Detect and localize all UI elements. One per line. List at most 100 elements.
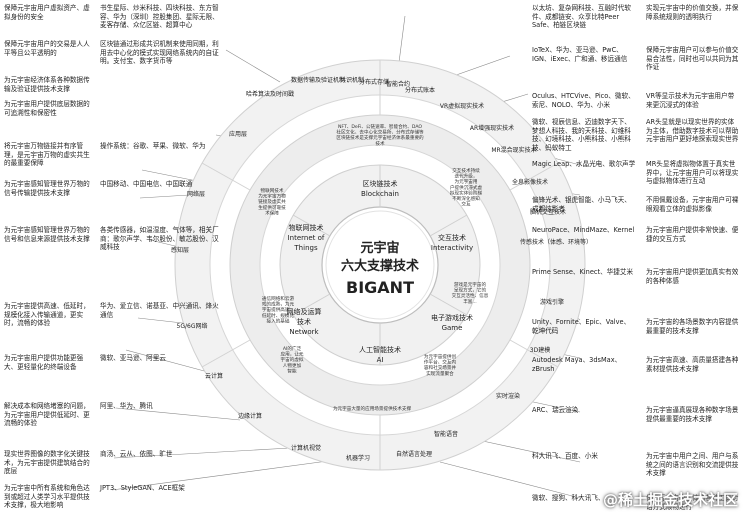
left-desc: 为元宇宙感知管理世界万物的信号和信息来源提供技术支撑 bbox=[4, 226, 90, 243]
inner-note: 呈现方式，它的 bbox=[454, 287, 487, 294]
right-desc: 为元宇宙高速、高质量搭建各种素材提供技术支撑 bbox=[646, 356, 739, 373]
left-desc: 为元宇宙提供高速、低延时，规模化接入传输通道，更实时，流畅的体验 bbox=[4, 302, 90, 328]
inner-note: AI的广泛 bbox=[283, 345, 302, 352]
ring-label: 哈希算法及时间戳 bbox=[246, 90, 294, 98]
ring-label: AR增强现实技术 bbox=[470, 124, 514, 132]
left-desc: 将元宇宙万物链接并有序管理，是元宇宙万物的虚实共生的最重要保障 bbox=[4, 142, 90, 168]
inner-note: 容和社交场景并 bbox=[424, 364, 457, 371]
inner-note: 应用，让元 bbox=[281, 351, 304, 358]
inner-note: 低延时、规模化 bbox=[262, 312, 295, 319]
inner-note: 实现流量聚合 bbox=[426, 370, 454, 377]
right-desc: AR头显就是以现实世界的实体为主体，借助数字技术可以帮助元宇宙用户更好地探索现实… bbox=[646, 118, 739, 144]
inner-note: 交互技术持续 bbox=[452, 167, 480, 174]
ring-label: 脑机交互技术 bbox=[530, 208, 566, 216]
left-companies: 操作系统：谷歌、苹果、微软、华为 bbox=[100, 142, 206, 150]
inner-note: 通信网络和云游 bbox=[262, 295, 295, 302]
ring-label: 游戏引擎 bbox=[540, 298, 564, 306]
inner-note: 作平台、交互内 bbox=[424, 359, 457, 366]
ring-label: 实时渲染 bbox=[496, 392, 520, 400]
inner-note: 接入的基础 bbox=[267, 317, 290, 324]
right-desc: 保障元宇宙中主体和各种工具对话方式顺畅进行 bbox=[646, 494, 739, 511]
inner-note: 为元宇宙提供创 bbox=[424, 353, 457, 360]
ring-label: 分布式存储 bbox=[359, 78, 389, 86]
right-companies: IoTeX、华为、亚马逊、PwC、IGN、iExec、广和通、移远通信 bbox=[532, 46, 628, 63]
left-companies: 阿里、华为、腾讯 bbox=[100, 402, 153, 410]
right-desc: 为元宇宙用户提供更加真实有效的各种体感 bbox=[646, 268, 739, 285]
inner-note: 技术 bbox=[375, 140, 385, 147]
inner-note: 为元宇宙用 bbox=[455, 178, 478, 185]
pillar-label: 网络及运算 bbox=[287, 307, 322, 316]
inner-note: 生提供可靠技 bbox=[258, 204, 286, 211]
ring-label: 3D建模 bbox=[530, 346, 550, 354]
right-companies: 以太坊、复杂网科技、互融时代软件、成都链安、众享比特Peer Safe、柏链区块… bbox=[532, 4, 631, 30]
right-companies: NeuroPace、MindMaze、Kernel bbox=[532, 226, 635, 234]
ring-label: 计算机视觉 bbox=[291, 444, 321, 452]
left-companies: 华为、爱立信、诺基亚、中兴通讯、烽火通信 bbox=[100, 302, 219, 319]
inner-note: 为元宇宙万物 bbox=[258, 193, 286, 200]
inner-note: 区块链技术是支撑元宇宙经济体系最重要的 bbox=[336, 134, 424, 141]
right-desc: 为元宇宙中用户之间、用户与系统之间的语言识别和交流提供技术支撑 bbox=[646, 452, 739, 478]
pillar-label: 交互技术 bbox=[438, 233, 466, 242]
ring-label: 传感技术（体感、环境等） bbox=[520, 238, 592, 246]
right-desc: VR等显示技术为元宇宙用户带来更沉浸式的体验 bbox=[646, 92, 735, 109]
left-desc: 保障元宇宙用户虚拟资产、虚拟身份的安全 bbox=[4, 4, 90, 21]
inner-note: 不断深化感知 bbox=[452, 195, 480, 202]
ring-label: 智能合约 bbox=[386, 80, 410, 88]
right-companies: ARC、瑞云渲染 bbox=[532, 406, 579, 414]
ring-label: 全息影像技术 bbox=[512, 178, 548, 186]
right-companies: Oculus、HTCVive、Pico、微软、索尼、NOLO、华为、小米 bbox=[532, 92, 635, 109]
left-desc: 解决成本和网络堵塞的问题，为元宇宙用户提供低延时、更流畅的体验 bbox=[4, 402, 90, 428]
ring-label: 分布式账本 bbox=[405, 86, 435, 94]
ring-label: 共识机制 bbox=[340, 76, 364, 84]
pillar-label: 物联网技术 bbox=[289, 223, 324, 232]
ring-label: 应用层 bbox=[229, 130, 247, 138]
left-companies: 区块链通过形成共识机制来使用同期，利用去中心化的模式实现网络系统内的自证明。支付… bbox=[100, 40, 219, 66]
pillar-label: Blockchain bbox=[361, 190, 399, 198]
left-desc: 为元宇宙用户提供底层数据的可追溯性和保密性 bbox=[4, 100, 90, 117]
pillar-label: 技术 bbox=[297, 317, 311, 326]
left-desc: 现实世界图像的数字化关键技术，为元宇宙提供建筑结合的底层 bbox=[4, 450, 90, 476]
right-desc: 为元宇宙的各场景数字内容提供最重要的技术支撑 bbox=[646, 318, 739, 335]
inner-note: 拟现实体验阶梯 bbox=[450, 189, 483, 196]
watermark: @稀土掘金技术社区 bbox=[602, 491, 738, 509]
pillar-label: 电子游戏技术 bbox=[431, 313, 473, 322]
center-acronym: BIGANT bbox=[346, 278, 414, 297]
left-desc: 保障元宇宙用户的交易是人人平等且公平透明的 bbox=[4, 40, 90, 57]
right-desc: MR头显将虚拟物体置于真实世界中，让元宇宙用户可以将现实与虚拟物体进行互动 bbox=[646, 160, 739, 186]
ring-label: 网络层 bbox=[187, 190, 205, 198]
inner-note: 物联网技术 bbox=[261, 187, 284, 194]
ring-label: 自然语言处理 bbox=[396, 450, 432, 458]
right-desc: 为元宇宙用户提供非常快速、便捷的交互方式 bbox=[646, 226, 739, 243]
left-desc: 为元宇宙用户提供功能更强大、更轻量化的终端设备 bbox=[4, 354, 84, 371]
inner-note: NFT、DeFi、公链速率、智能合约、DAO bbox=[338, 123, 422, 130]
ring-label: 边缘计算 bbox=[238, 412, 262, 420]
ring-label: 机器学习 bbox=[346, 454, 370, 462]
right-desc: 不用佩戴设备，元宇宙用户可裸眼观看立体的虚拟影像 bbox=[646, 196, 739, 213]
pillar-label: Interactivity bbox=[431, 244, 473, 252]
inner-note: 交互 bbox=[461, 201, 471, 208]
inner-note: 为元宇宙大量的应用场景提供技术支撑 bbox=[333, 405, 412, 412]
inner-note: 交互灵活性、信息 bbox=[452, 292, 489, 299]
right-companies: Magic Leap、水晶光电、歌尔声学 bbox=[532, 160, 636, 168]
ring-label: 智能语音 bbox=[434, 430, 458, 438]
center-subtitle: 六大支撑技术 bbox=[341, 258, 419, 274]
left-companies: 微软、亚马逊、阿里云 bbox=[100, 354, 166, 362]
left-companies: 中国移动、中国电信、中国联通 bbox=[100, 180, 193, 188]
right-companies: Unity、Fornite、Epic、Valve、乾坤代码 bbox=[532, 318, 631, 335]
inner-note: 人物更加 bbox=[283, 362, 302, 369]
left-desc: 为元宇宙经济体系各种数据传输及验证提供技术支撑 bbox=[4, 76, 90, 93]
pillar-label: Game bbox=[442, 324, 463, 332]
ring-label: 感知层 bbox=[171, 246, 189, 254]
pillar-label: AI bbox=[377, 356, 384, 364]
ring-label: VR虚拟现实技术 bbox=[440, 102, 484, 110]
inner-note: 户提供沉浸式虚 bbox=[450, 184, 483, 191]
ring-label: 云计算 bbox=[205, 372, 223, 380]
inner-note: 戏的成熟，为元 bbox=[262, 301, 295, 308]
left-companies: 书生星际、炒米科技、四块科技、东方智容、华为（深圳）控股集团、星际无限、麦客存储… bbox=[100, 4, 219, 30]
right-desc: 保障元宇宙用户可以参与价值交易合法性，同时也可以共同为其作证 bbox=[646, 46, 739, 72]
inner-note: 术保障 bbox=[265, 209, 279, 216]
pillar-label: Internet of bbox=[288, 234, 325, 242]
inner-note: 社区文化、去中心化交易所、分布式存储等 bbox=[336, 129, 424, 136]
inner-note: 宇宙的虚拟 bbox=[281, 356, 304, 363]
